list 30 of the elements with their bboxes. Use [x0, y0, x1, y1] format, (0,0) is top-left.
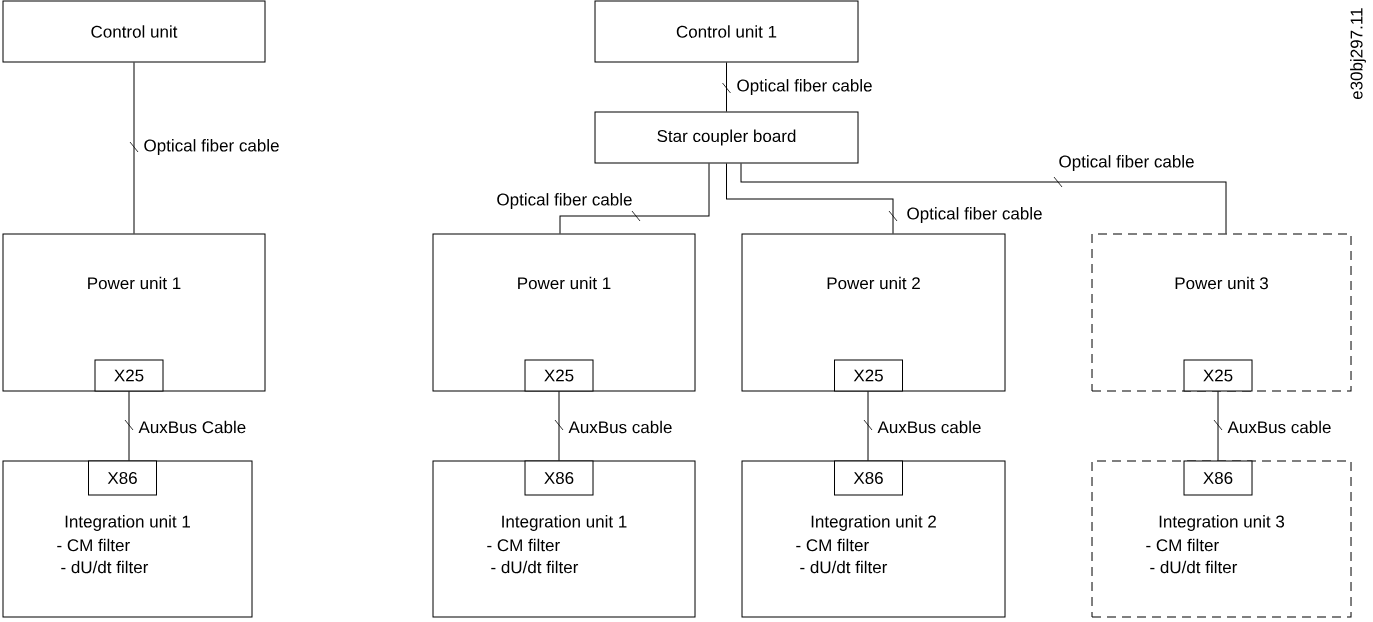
edge-label: Optical fiber cable: [142, 138, 281, 156]
cable-line: [726, 163, 898, 234]
edge-label: AuxBus cable: [876, 419, 983, 435]
connector-box: X86: [88, 460, 157, 496]
unit-box: Star coupler board: [594, 111, 859, 164]
edge-label: Optical fiber cable: [905, 206, 1044, 224]
cable-line: [740, 163, 1227, 234]
edge-label: Optical fiber cable: [735, 78, 874, 96]
connector-box: X25: [94, 359, 164, 392]
connector-box: X86: [834, 460, 903, 496]
connector-box: X25: [834, 359, 903, 392]
connector-box: X25: [1183, 359, 1253, 392]
unit-box: Control unit: [2, 0, 266, 63]
cable-line: [129, 62, 139, 234]
cable-line: [124, 391, 134, 461]
cable-line: [554, 391, 564, 461]
cable-line: [559, 163, 710, 234]
edge-label: AuxBus cable: [567, 419, 674, 435]
edge-label: AuxBus Cable: [137, 419, 248, 435]
cable-line: [863, 391, 873, 461]
connector-box: X86: [524, 460, 594, 496]
edge-label: Optical fiber cable: [1057, 154, 1196, 172]
edge-label: AuxBus cable: [1226, 419, 1333, 435]
edge-label: Optical fiber cable: [495, 192, 634, 210]
cable-line: [722, 62, 731, 112]
cable-line: [1213, 391, 1223, 461]
unit-box: Control unit 1: [594, 0, 859, 63]
figure-id: e30bj297.11: [1350, 8, 1366, 100]
connector-box: X25: [524, 359, 594, 392]
connector-box: X86: [1183, 460, 1253, 496]
